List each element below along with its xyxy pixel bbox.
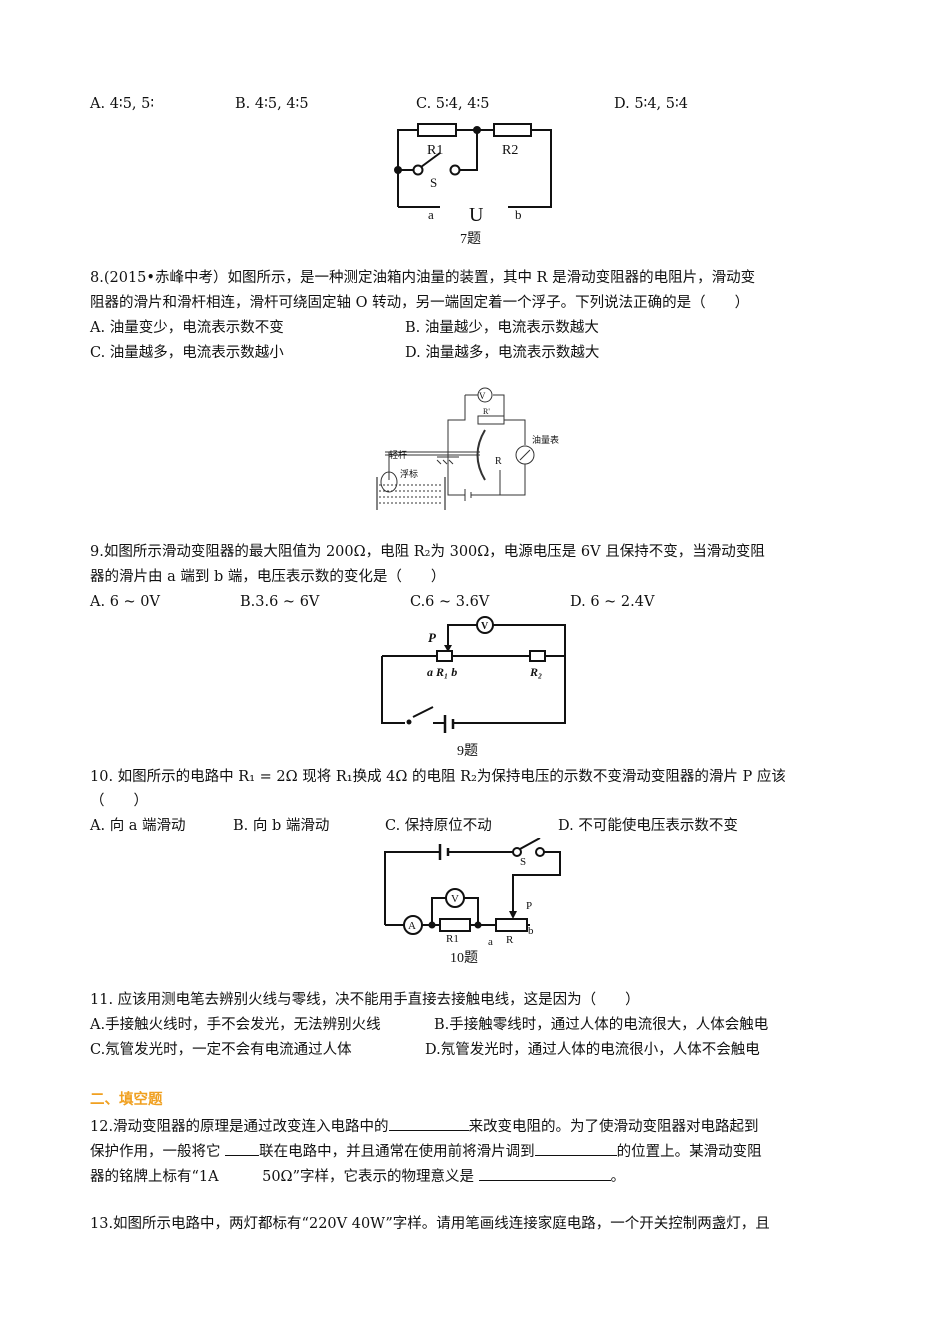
q12-text: 保护作用，一般将它: [90, 1144, 226, 1160]
r-label: R: [506, 934, 514, 946]
q12-text: 12.滑动变阻器的原理是通过改变连入电路中的: [90, 1119, 389, 1135]
r-prime-label: R': [483, 407, 490, 416]
q10-option-b: B. 向 b 端滑动: [233, 818, 330, 834]
q8-option-a: A. 油量变少，电流表示数不变: [90, 320, 284, 336]
a-label: a: [488, 936, 493, 948]
q7-option-c: C. 5∶4, 4∶5: [416, 96, 490, 112]
q12-blank-1[interactable]: [388, 1116, 469, 1131]
q9-option-a: A. 6 ~ 0V: [90, 594, 160, 610]
q10-stem-line2: （ ）: [90, 793, 148, 809]
q11-stem: 11. 应该用测电笔去辨别火线与零线，决不能用手直接去接触电线，这是因为（ ）: [90, 992, 640, 1008]
u-label: U: [469, 204, 484, 226]
s-label: S: [520, 856, 526, 868]
q12-text: 器的铭牌上标有“1A 50Ω”字样，它表示的物理意义是: [90, 1169, 479, 1185]
q11-option-b: B.手接触零线时，通过人体的电流很大，人体会触电: [434, 1017, 769, 1033]
r2-label: R₂: [529, 665, 542, 679]
q8-oil-gauge-figure: V R' 油量表 轻杆 浮标 R: [376, 387, 559, 510]
q12-text: 的位置上。某滑动变阻: [616, 1144, 762, 1160]
voltmeter-label: V: [451, 893, 459, 905]
q12-blank-4[interactable]: [478, 1166, 611, 1181]
q13-stem: 13.如图所示电路中，两灯都标有“220V 40W”字样。请用笔画线连接家庭电路…: [90, 1216, 770, 1232]
s-label: S: [430, 175, 437, 190]
q10-stem-line1: 10. 如图所示的电路中 R₁ = 2Ω 现将 R₁换成 4Ω 的电阻 R₂为保…: [90, 769, 786, 785]
ammeter-label: A: [408, 920, 416, 932]
oil-gauge-label: 油量表: [532, 434, 559, 445]
q9-circuit-figure: V P a R₁ b R₂ 9题: [381, 616, 566, 759]
q10-option-a: A. 向 a 端滑动: [90, 818, 186, 834]
b-label: b: [528, 925, 534, 937]
q7-option-b: B. 4∶5, 4∶5: [235, 96, 309, 112]
q12-line1: 12.滑动变阻器的原理是通过改变连入电路中的 来改变电阻的。为了使滑动变阻器对电路…: [90, 1116, 759, 1136]
q12-text: 来改变电阻的。为了使滑动变阻器对电路起到: [468, 1119, 759, 1135]
q8-option-c: C. 油量越多，电流表示数越小: [90, 345, 284, 361]
fig9-caption: 9题: [457, 744, 478, 759]
q7-option-d: D. 5∶4, 5∶4: [614, 96, 688, 112]
q12-text: 联在电路中，并且通常在使用前将滑片调到: [259, 1144, 535, 1160]
q9-stem-line2: 器的滑片由 a 端到 b 端，电压表示数的变化是（ ）: [90, 569, 446, 585]
q9-option-d: D. 6 ~ 2.4V: [570, 594, 655, 610]
b-label: b: [515, 207, 522, 222]
q11-option-a: A.手接触火线时，手不会发光，无法辨别火线: [90, 1017, 381, 1033]
q10-circuit-figure: S V A R1 a R b P 10题: [384, 838, 561, 966]
r1-label: R1: [446, 933, 459, 945]
q12-line3: 器的铭牌上标有“1A 50Ω”字样，它表示的物理意义是 。: [90, 1166, 625, 1186]
q9-option-b: B.3.6 ~ 6V: [240, 594, 320, 610]
q12-line2: 保护作用，一般将它 联在电路中，并且通常在使用前将滑片调到 的位置上。某滑动变阻: [90, 1141, 762, 1161]
fig7-caption: 7题: [460, 232, 481, 247]
r1-label: R1: [427, 143, 443, 158]
r2-label: R2: [502, 143, 518, 158]
q9-option-c: C.6 ~ 3.6V: [410, 594, 490, 610]
r-label: R: [495, 456, 502, 467]
q8-option-d: D. 油量越多，电流表示数越大: [405, 345, 600, 361]
p-label: P: [526, 900, 532, 912]
q7-option-a: A. 4∶5, 5∶: [90, 96, 155, 112]
q9-stem-line1: 9.如图所示滑动变阻器的最大阻值为 200Ω，电阻 R₂为 300Ω，电源电压是…: [90, 544, 765, 560]
voltmeter-label: V: [481, 621, 489, 632]
a-label: a: [428, 207, 434, 222]
voltmeter-label: V: [479, 391, 486, 401]
q7-circuit-figure: R1 R2 S a U b 7题: [394, 123, 552, 247]
q11-option-d: D.氖管发光时，通过人体的电流很小，人体不会触电: [425, 1042, 760, 1058]
p-label: P: [428, 630, 437, 645]
lever-label: 轻杆: [389, 449, 407, 460]
section-heading: 二、填空题: [90, 1092, 163, 1108]
q8-option-b: B. 油量越少，电流表示数越大: [405, 320, 599, 336]
fig10-caption: 10题: [450, 951, 478, 966]
q10-option-d: D. 不可能使电压表示数不变: [558, 818, 738, 834]
q12-blank-2[interactable]: [225, 1141, 260, 1156]
q8-stem-line2: 阻器的滑片和滑杆相连，滑杆可绕固定轴 O 转动，另一端固定着一个浮子。下列说法正…: [90, 295, 750, 311]
q12-blank-3[interactable]: [534, 1141, 617, 1156]
float-label: 浮标: [400, 468, 418, 479]
q11-option-c: C.氖管发光时，一定不会有电流通过人体: [90, 1042, 352, 1058]
q12-text: 。: [610, 1169, 626, 1185]
q8-stem-line1: 8.(2015•赤峰中考）如图所示，是一种测定油箱内油量的装置，其中 R 是滑动…: [90, 270, 756, 286]
r1-label: a R₁ b: [427, 665, 457, 679]
q10-option-c: C. 保持原位不动: [385, 818, 492, 834]
